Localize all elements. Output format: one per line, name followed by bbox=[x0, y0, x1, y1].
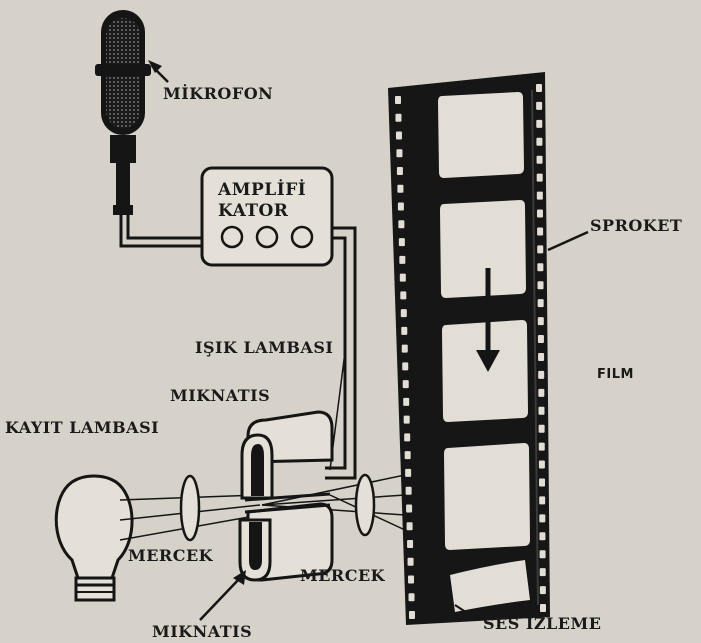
sprocket-hole-left bbox=[406, 504, 413, 513]
sprocket-hole-left bbox=[395, 96, 401, 104]
label-isik-lambasi: IŞIK LAMBASI bbox=[195, 338, 334, 357]
label-ses-izleme: SES İZLEME bbox=[483, 614, 602, 633]
sprocket-hole-left bbox=[399, 255, 406, 264]
sprocket-hole-left bbox=[408, 593, 415, 602]
label-kayit-lambasi: KAYIT LAMBASI bbox=[5, 418, 160, 437]
sprocket-hole-left bbox=[408, 575, 415, 584]
sprocket-hole-left bbox=[403, 415, 410, 424]
sprocket-hole-left bbox=[396, 167, 403, 176]
amplifier-box bbox=[200, 166, 334, 267]
sprocket-hole-left bbox=[398, 220, 405, 229]
label-mercek-right: MERCEK bbox=[300, 566, 386, 585]
label-miknatis-bottom: MIKNATIS bbox=[152, 622, 253, 641]
mikrofon-pointer-arrow bbox=[148, 60, 169, 83]
label-mikrofon: MİKROFON bbox=[163, 84, 274, 103]
microphone bbox=[95, 10, 151, 215]
sprocket-hole-right bbox=[536, 101, 543, 110]
sprocket-hole-left bbox=[404, 433, 411, 442]
mic-wires bbox=[119, 213, 202, 248]
sprocket-hole-right bbox=[538, 424, 545, 433]
sprocket-hole-left bbox=[400, 291, 407, 300]
sprocket-holes bbox=[395, 84, 546, 619]
sprocket-hole-right bbox=[536, 173, 543, 182]
sprocket-hole-left bbox=[405, 468, 412, 477]
sprocket-hole-right bbox=[539, 532, 546, 541]
sprocket-hole-left bbox=[403, 397, 410, 406]
recording-lamp bbox=[54, 474, 134, 602]
sprocket-hole-right bbox=[538, 352, 545, 361]
label-amplifikator-line1: AMPLİFİ bbox=[218, 180, 307, 200]
sprocket-hole-left bbox=[397, 202, 404, 211]
sprocket-hole-right bbox=[537, 281, 544, 290]
sprocket-hole-right bbox=[539, 478, 546, 487]
light-valve-ribbon bbox=[244, 492, 331, 514]
sprocket-hole-right bbox=[537, 335, 544, 344]
sprocket-hole-left bbox=[399, 273, 406, 282]
sprocket-hole-right bbox=[537, 245, 544, 254]
sprocket-hole-right bbox=[536, 209, 543, 218]
miknatis-bottom-pointer-arrow bbox=[199, 570, 246, 621]
magnet-top bbox=[240, 410, 334, 500]
label-miknatis-top: MIKNATIS bbox=[170, 386, 271, 405]
sprocket-hole-left bbox=[401, 326, 408, 335]
sprocket-hole-left bbox=[396, 149, 403, 158]
sprocket-hole-right bbox=[537, 317, 544, 326]
sprocket-hole-left bbox=[402, 362, 409, 371]
sprocket-hole-left bbox=[395, 113, 402, 122]
sprocket-hole-right bbox=[540, 604, 546, 612]
film-strip bbox=[388, 72, 550, 625]
sprocket-hole-right bbox=[539, 514, 546, 523]
label-amplifikator-line2: KATOR bbox=[218, 201, 289, 221]
sprocket-hole-left bbox=[405, 486, 412, 495]
sprocket-hole-left bbox=[402, 380, 409, 389]
sprocket-hole-right bbox=[539, 496, 546, 505]
sprocket-hole-left bbox=[407, 557, 414, 566]
sprocket-hole-right bbox=[538, 370, 545, 379]
lens-right bbox=[354, 473, 376, 537]
sprocket-hole-left bbox=[406, 522, 413, 531]
sprocket-hole-right bbox=[539, 550, 546, 559]
sprocket-hole-left bbox=[401, 344, 408, 353]
sprocket-hole-right bbox=[536, 84, 542, 92]
sprocket-hole-right bbox=[538, 460, 545, 469]
sprocket-hole-right bbox=[537, 299, 544, 308]
sprocket-hole-left bbox=[395, 131, 402, 140]
sprocket-hole-right bbox=[539, 568, 546, 577]
sprocket-hole-right bbox=[536, 155, 543, 164]
label-sproket: SPROKET bbox=[590, 216, 683, 235]
label-mercek-left: MERCEK bbox=[128, 546, 214, 565]
sprocket-hole-right bbox=[536, 191, 543, 200]
sprocket-hole-right bbox=[537, 227, 544, 236]
sprocket-hole-right bbox=[538, 442, 545, 451]
sprocket-hole-right bbox=[536, 137, 543, 146]
sprocket-hole-left bbox=[400, 309, 407, 318]
sprocket-hole-left bbox=[409, 611, 415, 619]
sprocket-hole-left bbox=[398, 238, 405, 247]
ses-izleme-pointer-line bbox=[454, 604, 479, 621]
sprocket-hole-left bbox=[407, 539, 414, 548]
sprocket-hole-right bbox=[536, 119, 543, 128]
sprocket-hole-right bbox=[539, 586, 546, 595]
sprocket-hole-left bbox=[397, 184, 404, 193]
sprocket-hole-right bbox=[538, 406, 545, 415]
isik-lambasi-pointer-line bbox=[329, 351, 346, 471]
sprocket-hole-left bbox=[404, 451, 411, 460]
lens-left bbox=[179, 474, 201, 542]
sprocket-hole-right bbox=[538, 388, 545, 397]
label-film: FILM bbox=[597, 367, 634, 382]
sproket-pointer-line bbox=[547, 230, 589, 252]
magnet-bottom bbox=[238, 502, 334, 582]
sprocket-hole-right bbox=[537, 263, 544, 272]
